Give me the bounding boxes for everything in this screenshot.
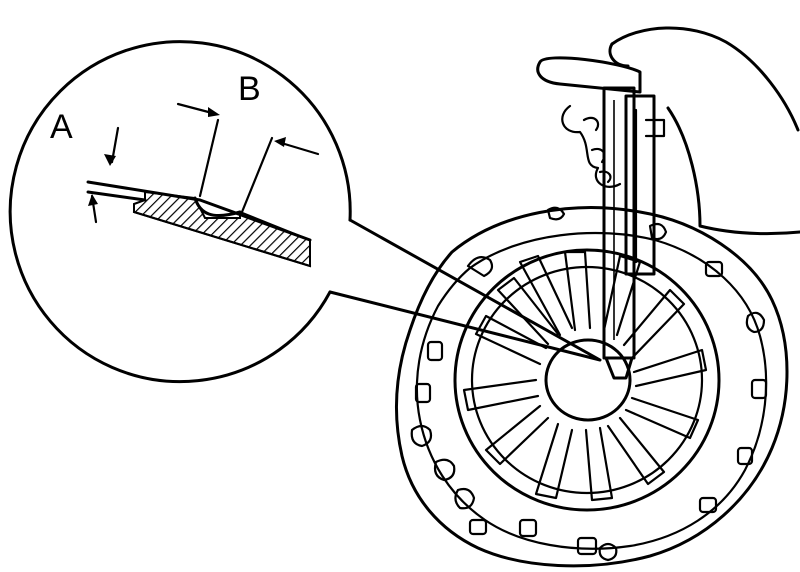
dimension-a [88, 126, 120, 224]
label-b: B [238, 70, 261, 108]
callout-pointer [328, 218, 602, 362]
label-a: A [50, 108, 73, 146]
magnified-detail: A B [8, 40, 602, 384]
clutch-cover-outer-flange [395, 206, 789, 568]
diaphragm-spring-ring [453, 248, 721, 512]
dimension-b [176, 102, 320, 214]
release-bearing-hub [544, 338, 632, 422]
hatched-section [133, 190, 311, 268]
vernier-caliper [536, 56, 666, 380]
clutch-cover-inner-rim [415, 231, 768, 550]
diaphragm-spring-fingers [462, 250, 708, 502]
flange-bolt-holes [410, 206, 768, 562]
detail-circle [8, 40, 352, 384]
hand [561, 26, 800, 236]
clutch-pressure-plate [395, 206, 789, 568]
